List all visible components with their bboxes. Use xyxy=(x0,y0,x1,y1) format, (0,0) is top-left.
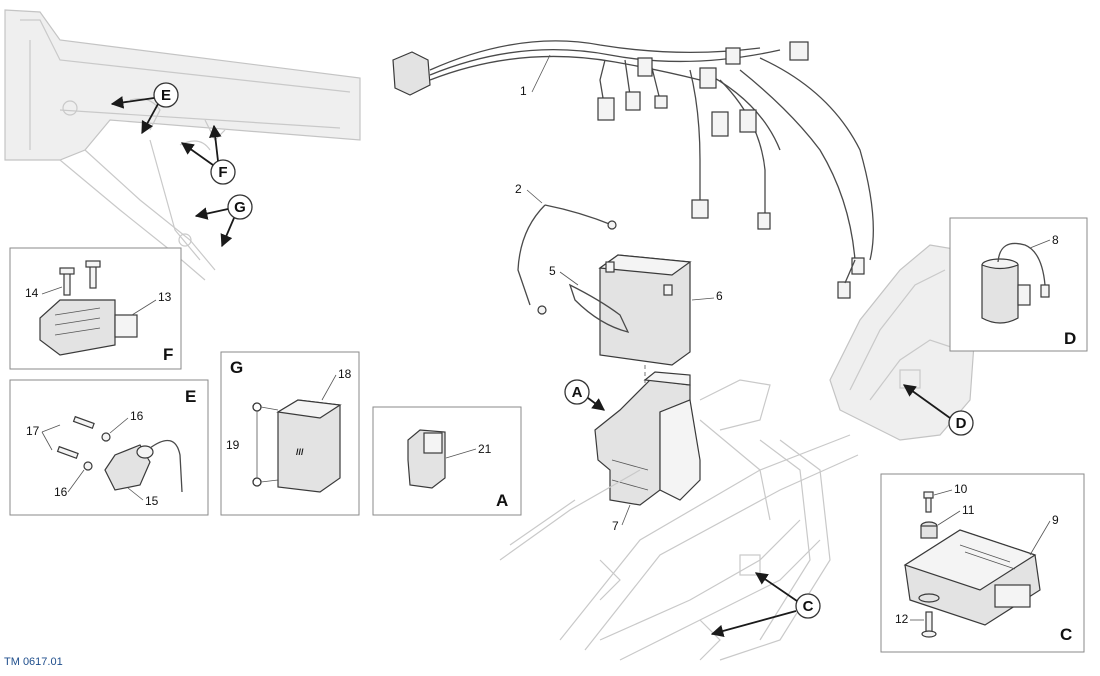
part-1-label: 1 xyxy=(520,84,527,98)
battery-cable: 2 xyxy=(515,182,617,315)
callout-d-label: D xyxy=(956,415,967,432)
part-12-label: 12 xyxy=(895,612,909,626)
part-13-label: 13 xyxy=(158,290,172,304)
part-5-label: 5 xyxy=(549,264,556,278)
battery: 5 6 xyxy=(549,254,723,400)
detail-box-a: 21 A xyxy=(372,406,522,516)
frame-main xyxy=(499,379,859,661)
part-19-label: 19 xyxy=(226,438,240,452)
part-10-label: 10 xyxy=(954,482,968,496)
part-6-label: 6 xyxy=(716,289,723,303)
detail-box-e: 17 16 16 15 E xyxy=(9,379,209,516)
part-18-label: 18 xyxy=(338,367,352,381)
callout-c-label: C xyxy=(803,598,814,615)
part-8-label: 8 xyxy=(1052,233,1059,247)
callout-d-main: D xyxy=(902,384,974,436)
part-14-label: 14 xyxy=(25,286,39,300)
part-16b-label: 16 xyxy=(54,485,68,499)
box-a-letter: A xyxy=(496,491,508,510)
box-c-letter: C xyxy=(1060,625,1072,644)
callout-e-top: E xyxy=(110,82,179,135)
callout-a-label: A xyxy=(572,384,583,401)
wiring-harness: 1 xyxy=(392,40,874,299)
part-9-label: 9 xyxy=(1052,513,1059,527)
callout-e-label: E xyxy=(161,87,171,104)
battery-tray: 7 xyxy=(594,371,701,533)
part-16a-label: 16 xyxy=(130,409,144,423)
box-d-letter: D xyxy=(1064,329,1076,348)
part-15-label: 15 xyxy=(145,494,159,508)
part-2-label: 2 xyxy=(515,182,522,196)
callout-g-top: G xyxy=(194,194,253,248)
part-7-label: 7 xyxy=(612,519,619,533)
part-17-label: 17 xyxy=(26,424,40,438)
svg-text:///: /// xyxy=(296,447,304,457)
part-21-label: 21 xyxy=(478,442,492,456)
detail-box-g: G 19 /// 18 xyxy=(220,351,360,516)
box-e-letter: E xyxy=(185,387,196,406)
box-g-letter: G xyxy=(230,358,243,377)
detail-box-c: 10 11 9 12 C xyxy=(880,473,1085,653)
detail-box-d: 8 D xyxy=(949,217,1088,352)
callout-g-label: G xyxy=(234,199,246,216)
callout-f-top: F xyxy=(180,124,236,185)
box-f-letter: F xyxy=(163,345,173,364)
callout-c-main: C xyxy=(710,572,821,638)
detail-box-f: 14 13 F xyxy=(9,247,182,370)
part-11-label: 11 xyxy=(962,503,975,517)
callout-a-main: A xyxy=(564,379,606,411)
callout-f-label: F xyxy=(218,164,227,181)
frame-top-left xyxy=(4,9,361,281)
figure-reference: TM 0617.01 xyxy=(4,656,63,668)
